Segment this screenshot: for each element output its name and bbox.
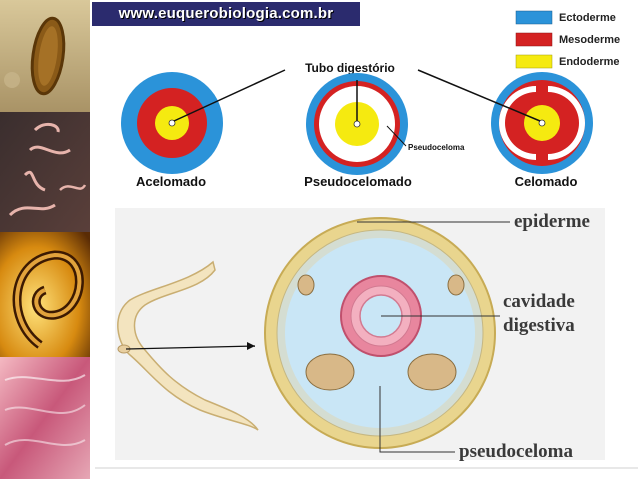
pseudocoelom-label: Pseudoceloma xyxy=(408,143,465,152)
diagram-acelomado: Acelomado xyxy=(121,69,286,189)
diagram-celomado: Celomado xyxy=(417,69,593,189)
legend-item-mesoderme: Mesoderme xyxy=(515,32,620,47)
legend-label: Endoderme xyxy=(559,56,620,68)
legend-item-ectoderme: Ectoderme xyxy=(515,10,616,25)
cross-section-illustration: epiderme cavidade digestiva pseudoceloma xyxy=(115,208,605,462)
diagram-pseudocelomado: Pseudoceloma Pseudocelomado xyxy=(304,73,465,189)
label-epiderme: epiderme xyxy=(514,211,590,232)
photo-strip xyxy=(0,0,90,479)
legend: Ectoderme Mesoderme Endoderme xyxy=(515,10,620,69)
label-digestiva: digestiva xyxy=(503,315,575,336)
photo-tissue xyxy=(0,357,90,479)
type-label-acelomado: Acelomado xyxy=(136,174,206,189)
photo-worms xyxy=(0,112,90,232)
label-pseudoceloma: pseudoceloma xyxy=(459,441,574,462)
site-url-banner: www.euquerobiologia.com.br xyxy=(92,2,360,26)
type-label-pseudocelomado: Pseudocelomado xyxy=(304,174,412,189)
label-cavidade: cavidade xyxy=(503,291,575,312)
legend-item-endoderme: Endoderme xyxy=(515,54,620,69)
legend-label: Ectoderme xyxy=(559,12,616,24)
legend-label: Mesoderme xyxy=(559,34,620,46)
photo-coiled-larva xyxy=(0,232,90,357)
type-label-celomado: Celomado xyxy=(515,174,578,189)
photo-egg xyxy=(0,0,90,112)
digestive-tube-label: Tubo digestório xyxy=(305,61,395,75)
